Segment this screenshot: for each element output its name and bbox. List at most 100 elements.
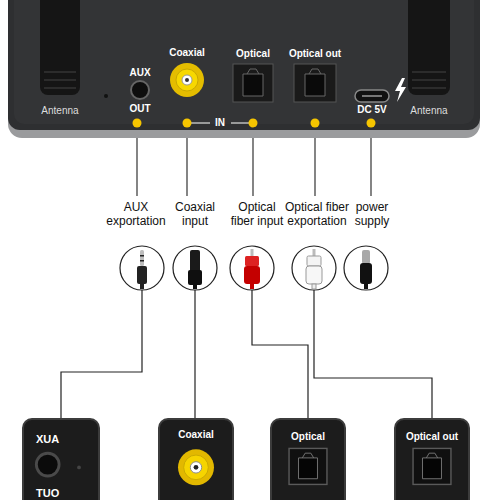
port-label: Optical out (280, 48, 350, 60)
dc-plug (188, 270, 202, 285)
white-rca-plug (312, 284, 316, 289)
connector-box (302, 453, 313, 458)
connector-box (299, 458, 318, 479)
in-bracket-line (231, 122, 249, 123)
leader-line (137, 138, 371, 196)
plug-circle (173, 246, 217, 290)
antenna (412, 87, 446, 89)
callout-text: Optical fiber input (228, 200, 286, 229)
aux-plug (137, 250, 147, 289)
aux-plug (137, 266, 147, 284)
antenna (40, 0, 80, 95)
white-rca-plug (306, 249, 322, 289)
callout-text: Coaxial input (171, 200, 219, 229)
usb-c-plug (360, 263, 372, 284)
connector-box (190, 462, 201, 473)
usb-c-port (362, 95, 382, 97)
coaxial-port (182, 75, 192, 85)
marker-dot (249, 119, 258, 128)
connector-box (194, 465, 199, 470)
usb-c-plug (360, 250, 372, 289)
coaxial-port (185, 78, 189, 82)
red-rca-plug (245, 256, 259, 266)
optical-port (243, 74, 263, 96)
connector-box (77, 466, 81, 470)
antenna (408, 0, 450, 95)
aux-plug (140, 284, 144, 289)
port-label: OUT (120, 103, 160, 115)
cable-line (314, 290, 432, 418)
connector-box: XUATUO (22, 418, 100, 500)
aux-jack (104, 94, 108, 98)
connector-box (289, 448, 327, 484)
coaxial-port (170, 63, 204, 97)
callout-text: power supply (350, 200, 394, 229)
usb-c-plug (364, 284, 368, 289)
plug-circle (120, 246, 388, 290)
port-label: Optical (291, 430, 325, 444)
red-rca-plug (244, 266, 260, 284)
dc-plug (193, 285, 197, 289)
optical-port (309, 69, 321, 74)
antenna (412, 71, 446, 73)
marker-dot (311, 119, 320, 128)
connector-box (423, 458, 442, 479)
antenna (44, 79, 76, 81)
port-label: DC 5V (347, 104, 397, 116)
connector-box: Optical out (394, 418, 470, 500)
connector-box (24, 420, 98, 500)
cable-line (194, 290, 195, 418)
white-rca-plug (306, 266, 322, 284)
leader-line (136, 138, 137, 196)
antenna-label: Antenna (30, 105, 90, 117)
dc-plug (188, 250, 202, 289)
marker-dot (367, 119, 376, 128)
plug-circle (292, 246, 336, 290)
aux-jack (131, 81, 149, 99)
device-panel (8, 0, 480, 138)
aux-plug (140, 250, 144, 266)
antenna (412, 79, 446, 81)
aux-jack (104, 81, 149, 99)
optical-port (233, 64, 336, 102)
connector-box (413, 448, 451, 484)
port-label: Coaxial (178, 428, 214, 442)
connector-box: Optical (270, 418, 346, 500)
leader-line (370, 138, 371, 196)
antenna-label: Antenna (399, 105, 459, 117)
red-rca-plug (244, 249, 260, 289)
plug-circle (120, 246, 164, 290)
usb-c-port (355, 90, 389, 102)
port-label: Optical (223, 48, 283, 60)
aux-plug (140, 255, 144, 257)
red-rca-plug (250, 284, 254, 289)
optical-port (305, 74, 325, 96)
port-label: TUO (36, 486, 59, 500)
callout-text: AUX exportation (103, 200, 169, 229)
callout-text: Optical fiber exportation (281, 200, 353, 229)
connector-box (184, 455, 209, 480)
optical-port (247, 69, 259, 74)
aux-plug (140, 260, 144, 262)
device-panel (8, 0, 480, 130)
marker-dot (133, 119, 376, 128)
antenna (44, 71, 76, 73)
device-panel (14, 0, 474, 124)
device-panel (8, 0, 480, 138)
plug-circle (344, 246, 388, 290)
marker-dot (183, 119, 192, 128)
leader-line (186, 138, 187, 196)
usb-c-port (355, 78, 406, 102)
coaxial-port (170, 63, 204, 97)
antenna (40, 0, 450, 95)
connector-box (36, 453, 59, 476)
usb-c-plug (362, 250, 370, 264)
optical-port (233, 64, 273, 102)
port-label: Coaxial (157, 47, 217, 59)
coaxial-port (176, 69, 198, 91)
leader-line (252, 138, 253, 196)
connector-box (426, 453, 437, 458)
marker-dot (133, 119, 142, 128)
port-label: AUX (120, 67, 160, 79)
usb-c-port (395, 78, 406, 102)
